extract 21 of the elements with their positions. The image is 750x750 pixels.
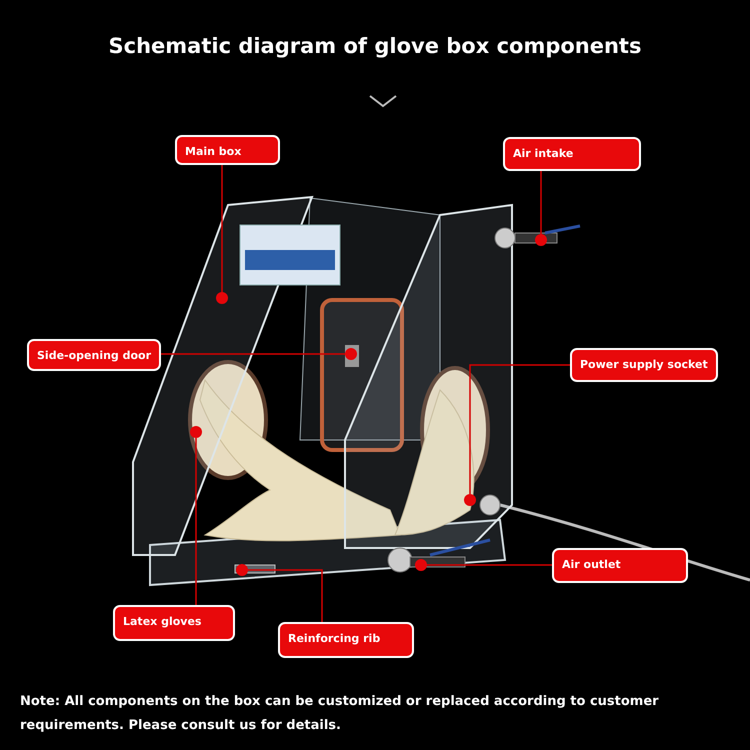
callout-label: Main box xyxy=(175,135,280,165)
marker-dot xyxy=(236,564,248,576)
marker-dot xyxy=(415,559,427,571)
marker-dot xyxy=(216,292,228,304)
title: Schematic diagram of glove box components xyxy=(108,34,642,58)
leader-line xyxy=(540,171,542,234)
marker-dot xyxy=(535,234,547,246)
marker-dot xyxy=(464,494,476,506)
leader-line xyxy=(161,353,345,355)
callout-label: Latex gloves xyxy=(113,605,235,641)
callout-label: Air outlet xyxy=(552,548,688,583)
callout-label: Side-opening door xyxy=(27,339,162,371)
callout-label: Air intake xyxy=(503,137,641,171)
leader-line xyxy=(248,569,323,622)
callout-label: Power supply socket xyxy=(570,348,718,382)
callout-label: Reinforcing rib xyxy=(278,622,414,658)
note: Note: All components on the box can be customized or replaced according to customer requirements. Please consult us for details. xyxy=(20,693,660,735)
leader-line xyxy=(427,564,552,566)
leader-line xyxy=(469,364,570,494)
leader-line xyxy=(195,438,197,605)
leader-line xyxy=(221,165,223,292)
